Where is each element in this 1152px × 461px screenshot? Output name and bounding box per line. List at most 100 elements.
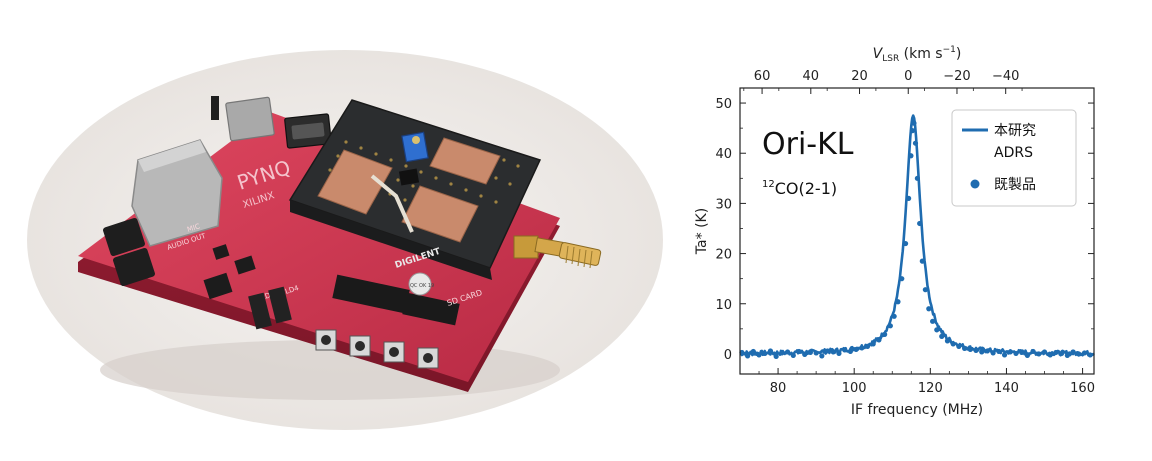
scatter-point: [1024, 352, 1030, 359]
scatter-point: [996, 348, 1002, 355]
scatter-point: [1064, 352, 1070, 359]
scatter-point: [973, 347, 979, 354]
scatter-point: [1070, 349, 1076, 355]
scatter-point: [939, 333, 945, 339]
scatter-point: [990, 350, 996, 356]
y-tick-label: 40: [715, 147, 732, 162]
scatter-point: [944, 338, 951, 344]
scatter-point: [1087, 352, 1093, 358]
scatter-point: [902, 240, 909, 247]
scatter-point: [911, 120, 917, 126]
y-tick-label: 30: [715, 197, 732, 212]
scatter-point: [836, 350, 842, 357]
top-tick-label: 20: [851, 69, 868, 84]
x-tick-label: 120: [918, 381, 943, 396]
chip: [234, 255, 256, 275]
scatter-point: [1076, 351, 1082, 357]
qc-sticker: [408, 272, 432, 296]
scatter-point: [934, 327, 940, 333]
legend: 本研究 ADRS 既製品: [951, 109, 1077, 207]
top-tick-label: 60: [754, 69, 771, 84]
scatter-point: [813, 350, 819, 356]
scatter-point: [750, 348, 756, 355]
top-axis-label-unit: (km s: [899, 46, 942, 62]
scatter-point: [1007, 349, 1013, 355]
legend-dot-swatch: [970, 179, 980, 189]
scatter-point: [917, 220, 923, 227]
usb-port: [225, 96, 275, 142]
y-tick-label: 50: [715, 97, 732, 112]
scatter-point: [906, 195, 912, 201]
subtitle-line: CO(2-1): [775, 179, 837, 198]
y-tick-label: 0: [724, 348, 732, 363]
led5-label: LD5: [260, 290, 276, 302]
scatter-point: [1081, 350, 1088, 356]
scatter-point: [1041, 349, 1048, 355]
scatter-point: [739, 349, 745, 356]
audio-jack: [103, 217, 145, 257]
scatter-point: [882, 331, 888, 337]
mic-label: MIC: [186, 222, 201, 234]
hdmi-port-inner: [291, 122, 325, 140]
scatter-point: [979, 349, 985, 355]
pin-header: [402, 292, 460, 326]
scatter-point: [926, 306, 932, 312]
shield-board: [288, 99, 542, 269]
scatter-point: [819, 353, 825, 359]
scatter-point: [830, 349, 836, 355]
trimmer-potentiometer: [401, 131, 429, 163]
scatter-point: [773, 353, 779, 360]
y-tick-label: 10: [715, 298, 732, 313]
scatter-point: [1001, 352, 1008, 358]
chart-subtitle: 12CO(2-1): [762, 179, 837, 198]
scatter-point: [919, 258, 925, 264]
sma-connector-base: [513, 235, 539, 259]
qc-sticker-text: QC OK 19: [410, 283, 434, 289]
chip: [203, 272, 233, 300]
scatter-point: [895, 299, 901, 305]
top-tick-label: 0: [904, 69, 912, 84]
jumper-pin: [211, 96, 219, 120]
scatter-point: [756, 352, 762, 358]
scatter-point: [790, 352, 796, 359]
scatter-point: [807, 349, 814, 356]
chip: [212, 244, 230, 260]
scatter-point: [1036, 351, 1042, 357]
scatter-point: [779, 350, 785, 356]
audio-jack: [113, 247, 155, 287]
scatter-point: [914, 175, 920, 181]
legend-dot-label: 既製品: [994, 177, 1036, 193]
scatter-point: [847, 348, 853, 355]
x-tick-label: 140: [994, 381, 1019, 396]
scatter-point: [912, 140, 919, 146]
top-axis-label-close: ): [956, 46, 961, 62]
legend-line-label-secondary: ADRS: [994, 145, 1033, 161]
pin-header: [332, 274, 410, 314]
scatter-point: [891, 313, 897, 319]
legend-box: [951, 109, 1077, 207]
copper-pad: [317, 149, 393, 215]
scatter-point: [899, 276, 905, 282]
scatter-point: [796, 348, 802, 355]
scatter-point: [967, 346, 973, 353]
ethernet-port-face: [138, 140, 206, 172]
shield-board-front: [290, 200, 492, 280]
scatter-point: [762, 350, 768, 357]
top-tick-label: −20: [943, 69, 970, 84]
y-tick-label: 20: [715, 248, 732, 263]
copper-pad: [401, 185, 479, 243]
legend-line-label: 本研究: [994, 123, 1036, 139]
plot-frame: [739, 87, 1095, 375]
slide-switch: [248, 292, 272, 330]
subtitle-isotope-superscript: 12: [762, 179, 775, 190]
x-axis-label: IF frequency (MHz): [851, 402, 983, 418]
scatter-point: [984, 348, 991, 354]
copper-pad: [429, 137, 501, 185]
scatter-point: [1019, 349, 1025, 356]
solder-trace: [370, 174, 414, 233]
x-tick-label: 80: [770, 381, 787, 396]
top-tick-label: 40: [803, 69, 820, 84]
scatter-point: [853, 346, 859, 353]
scatter-point: [864, 343, 871, 350]
